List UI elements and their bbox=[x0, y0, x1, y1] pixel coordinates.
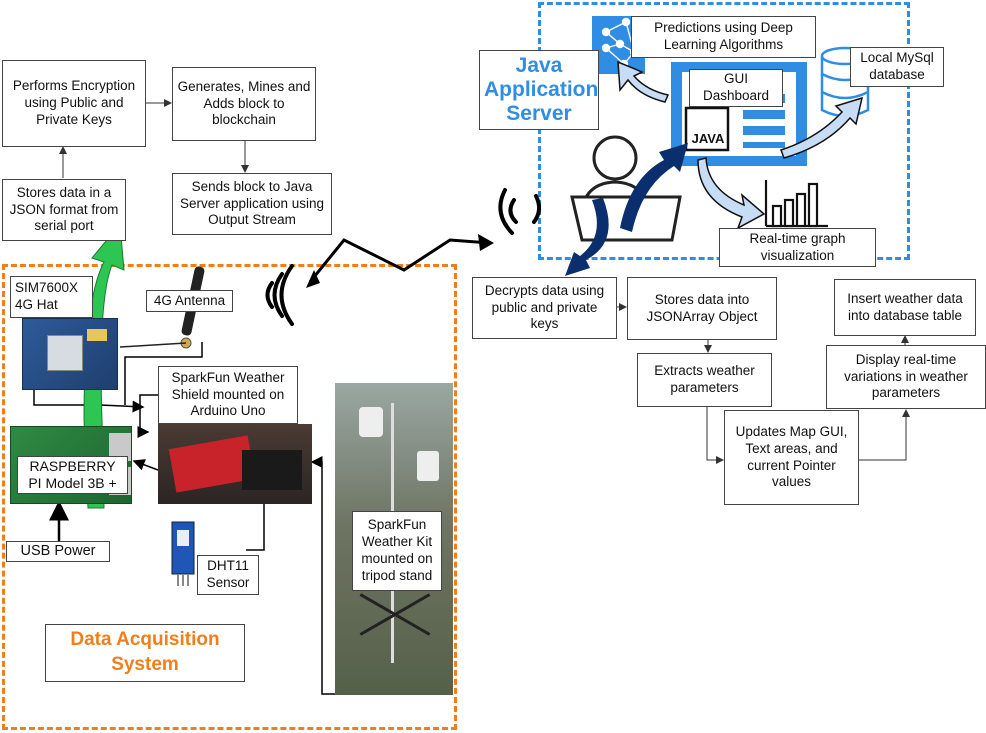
generate-block-text: Generates, Mines and Adds block to block… bbox=[177, 78, 311, 128]
usb-power-text: USB Power bbox=[20, 543, 96, 560]
display-box: Display real-time variations in weather … bbox=[826, 345, 986, 409]
dht11-label: DHT11 Sensor bbox=[197, 555, 259, 595]
arrow-to-graph-icon bbox=[697, 157, 766, 230]
signal-left-icon bbox=[265, 264, 294, 326]
decrypt-text: Decrypts data using public and private k… bbox=[484, 282, 605, 332]
local-db-box: Local MySql database bbox=[850, 47, 944, 87]
sim-hat-text: SIM7600X 4G Hat bbox=[15, 280, 79, 312]
weather-kit-text: SparkFun Weather Kit mounted on tripod s… bbox=[361, 517, 433, 583]
usb-power-label: USB Power bbox=[6, 541, 110, 562]
extract-text: Extracts weather parameters bbox=[654, 363, 755, 395]
json-array-text: Stores data into JSONArray Object bbox=[646, 291, 758, 324]
data-acquisition-title-text: Data Acquisition System bbox=[70, 629, 220, 675]
sim-hat-label: SIM7600X 4G Hat bbox=[10, 276, 93, 318]
arrow-to-predictions-icon bbox=[617, 60, 670, 103]
graph-box: Real-time graph visualization bbox=[719, 228, 876, 267]
arrow-update-to-display bbox=[859, 409, 910, 461]
weather-kit-label: SparkFun Weather Kit mounted on tripod s… bbox=[352, 511, 442, 591]
raspberry-pi-label: RASPBERRY PI Model 3B + bbox=[17, 456, 128, 494]
predictions-box: Predictions using Deep Learning Algorith… bbox=[631, 16, 816, 58]
local-db-text: Local MySql database bbox=[860, 50, 934, 82]
java-server-title-text: Java Application Server bbox=[484, 53, 599, 126]
bar-chart-icon bbox=[764, 180, 828, 228]
predictions-text: Predictions using Deep Learning Algorith… bbox=[654, 20, 793, 52]
dht11-sensor-icon bbox=[171, 521, 195, 586]
insert-box: Insert weather data into database table bbox=[834, 279, 976, 336]
update-text: Updates Map GUI, Text areas, and current… bbox=[735, 423, 848, 490]
java-server-title: Java Application Server bbox=[479, 50, 599, 130]
json-array-box: Stores data into JSONArray Object bbox=[627, 277, 777, 340]
send-block-text: Sends block to Java Server application u… bbox=[179, 178, 325, 228]
arrow-to-java-icon bbox=[620, 143, 688, 232]
arrow-to-decrypt-icon bbox=[565, 198, 609, 276]
generate-block-box: Generates, Mines and Adds block to block… bbox=[172, 67, 316, 141]
store-json-text: Stores data in a JSON format from serial… bbox=[9, 184, 119, 234]
arrow-to-database-icon bbox=[780, 96, 864, 159]
weather-shield-label: SparkFun Weather Shield mounted on Ardui… bbox=[158, 366, 298, 424]
dht11-text: DHT11 Sensor bbox=[206, 558, 250, 590]
weather-shield-photo bbox=[158, 424, 312, 504]
data-acquisition-region bbox=[2, 264, 457, 730]
antenna-label: 4G Antenna bbox=[146, 290, 233, 312]
data-acquisition-title: Data Acquisition System bbox=[45, 624, 245, 682]
decrypt-box: Decrypts data using public and private k… bbox=[472, 277, 617, 339]
signal-right-icon bbox=[498, 188, 541, 235]
display-text: Display real-time variations in weather … bbox=[844, 351, 968, 401]
send-block-box: Sends block to Java Server application u… bbox=[172, 173, 332, 235]
insert-text: Insert weather data into database table bbox=[847, 290, 963, 323]
raspberry-pi-text: RASPBERRY PI Model 3B + bbox=[28, 457, 117, 492]
arrow-extract-to-update bbox=[706, 407, 724, 464]
graph-text: Real-time graph visualization bbox=[749, 230, 846, 263]
weather-shield-text: SparkFun Weather Shield mounted on Ardui… bbox=[171, 369, 285, 419]
java-logo-label: JAVA bbox=[691, 131, 725, 146]
encryption-text: Performs Encryption using Public and Pri… bbox=[12, 78, 136, 127]
store-json-box: Stores data in a JSON format from serial… bbox=[2, 179, 126, 241]
gui-dashboard-box: GUI Dashboard bbox=[689, 69, 783, 107]
antenna-text: 4G Antenna bbox=[153, 292, 226, 308]
extract-box: Extracts weather parameters bbox=[637, 353, 772, 407]
encryption-box: Performs Encryption using Public and Pri… bbox=[2, 60, 146, 147]
gui-dashboard-text: GUI Dashboard bbox=[702, 71, 770, 103]
update-box: Updates Map GUI, Text areas, and current… bbox=[724, 410, 859, 505]
sim-hat-photo bbox=[22, 318, 118, 390]
